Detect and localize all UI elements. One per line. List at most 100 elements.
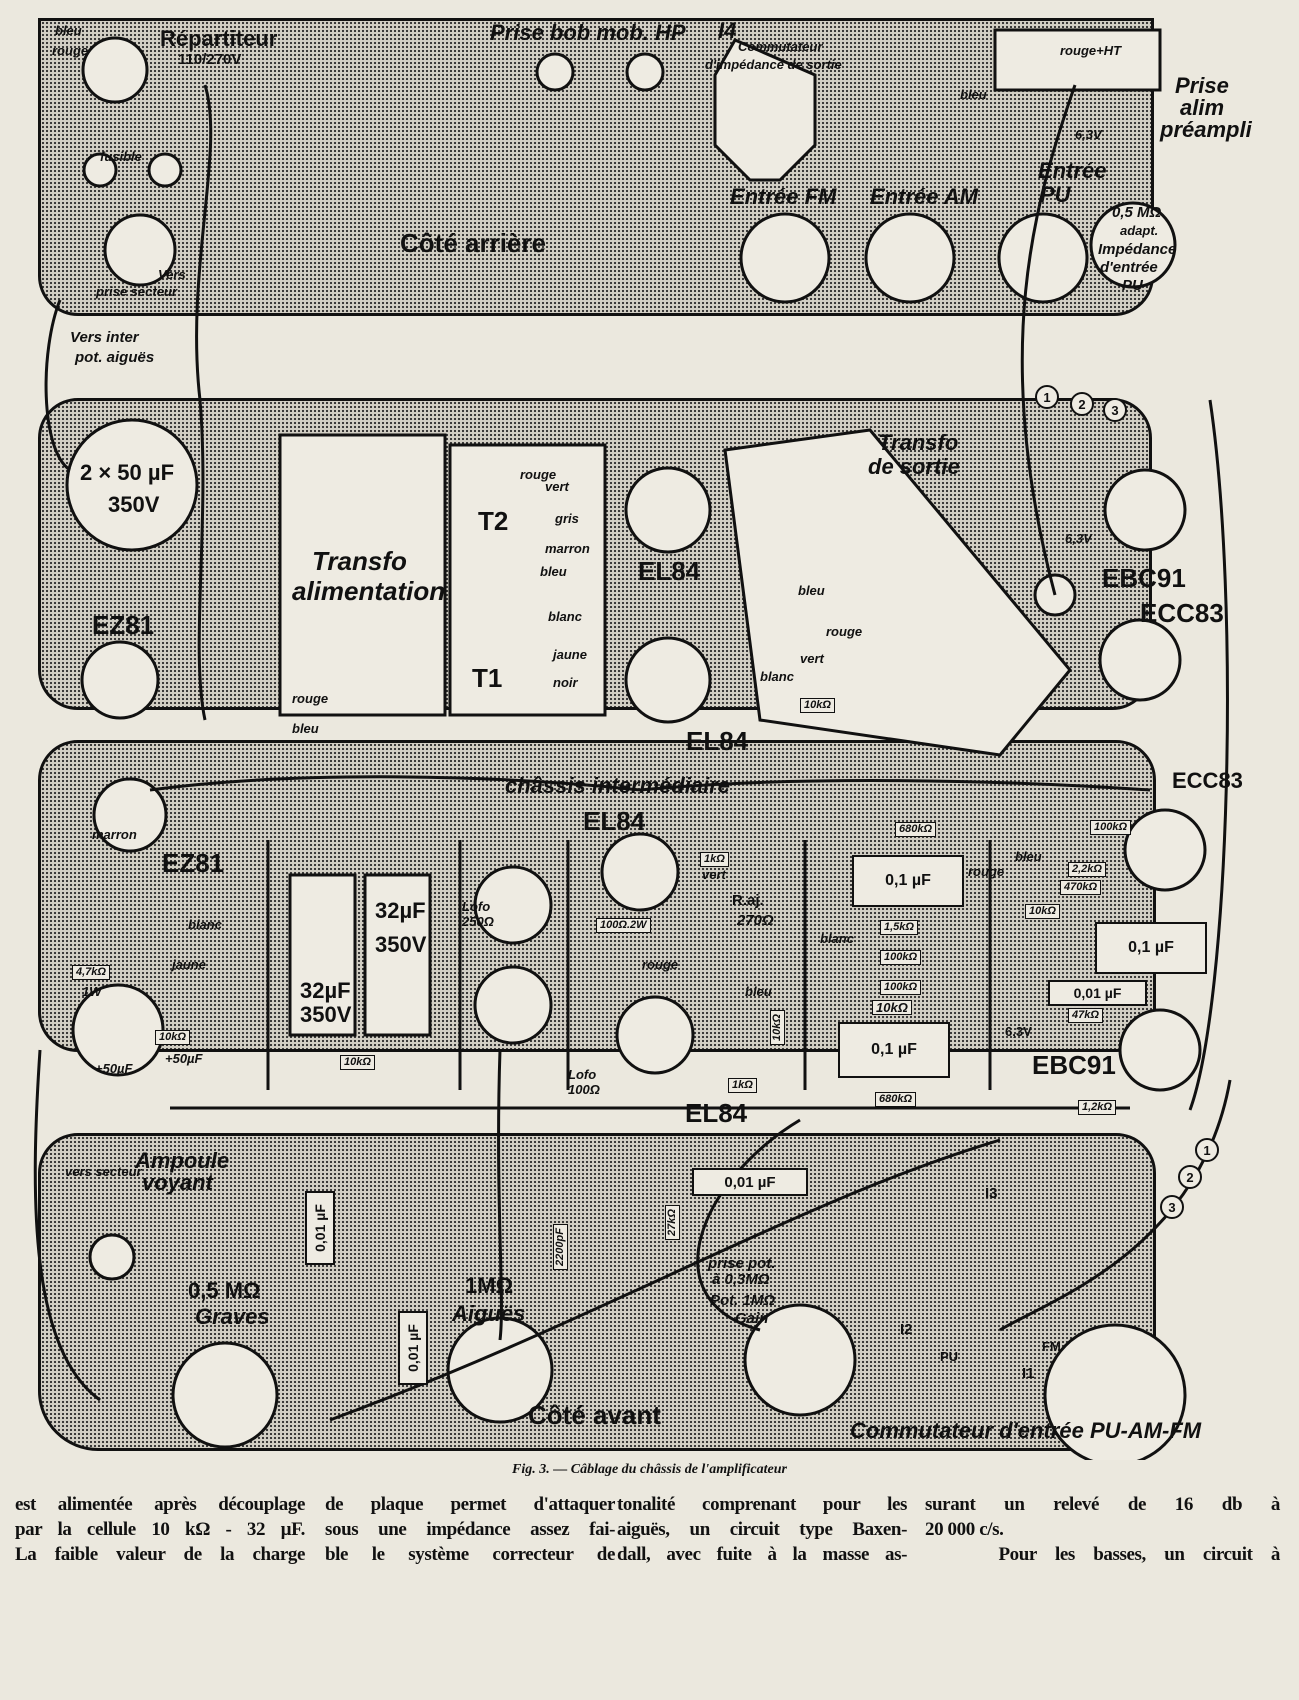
text-line: surant un relevé de 16 db à — [925, 1494, 1280, 1515]
rear-panel-title: Côté arrière — [400, 228, 546, 258]
input-fm-label: Entrée FM — [730, 184, 837, 209]
wire-label: bleu — [960, 87, 987, 102]
resistor-label: 680kΩ — [875, 1092, 917, 1107]
output-transformer-label: de sortie — [868, 454, 960, 479]
resistor-label: 10kΩ — [1025, 904, 1060, 919]
bass-pot-label: Graves — [195, 1304, 270, 1329]
wire-label: rouge — [292, 691, 329, 706]
tube-label: EL84 — [638, 556, 701, 586]
wire-label: blanc — [820, 931, 854, 946]
wire-label: blanc — [188, 917, 222, 932]
resistor-label: 10kΩ — [872, 1000, 912, 1015]
text-line: aiguës, un circuit type Baxen- — [617, 1519, 907, 1540]
wire-label: vert — [545, 479, 569, 494]
tube-label: EL84 — [685, 1098, 748, 1128]
gain-pot-label: à 0,3MΩ — [712, 1271, 770, 1288]
switch-contact-label: PU — [940, 1349, 959, 1364]
resistor-label: 470kΩ — [1060, 880, 1102, 895]
wire-label: rouge — [520, 467, 557, 482]
potentiometer-label: 100Ω — [568, 1082, 600, 1097]
capacitor-label: 2 × 50 µF — [80, 460, 175, 485]
bass-pot-label: 0,5 MΩ — [188, 1278, 261, 1303]
capacitor-label: 0,01 µF — [1048, 980, 1147, 1006]
mains-label: prise secteur — [96, 284, 177, 299]
adjustable-resistor-label: R.aj. — [732, 892, 764, 909]
wire-label: rouge — [968, 864, 1005, 879]
tube-label: EZ81 — [92, 610, 155, 640]
wire-number: 1 — [1195, 1138, 1219, 1162]
potentiometer-label: Lofo — [568, 1067, 597, 1082]
intermediate-chassis-title: châssis intermédiaire — [505, 773, 731, 798]
text-line: 20 000 c/s. — [925, 1519, 1004, 1540]
wire-label: jaune — [553, 647, 587, 662]
wire-number: 3 — [1103, 398, 1127, 422]
power-transformer-label: Transfo — [312, 546, 407, 576]
wire-label: bleu — [1015, 849, 1042, 864]
resistor-label: 2,2kΩ — [1068, 862, 1106, 877]
tube-label: ECC83 — [1172, 768, 1243, 793]
text-column-3: tonalité comprenant pour les aiguës, un … — [617, 1492, 907, 1567]
capacitor-label: 2200pF — [553, 1224, 568, 1270]
pu-impedance-label: adapt. — [1120, 223, 1159, 238]
gain-pot-label: Gain — [735, 1310, 769, 1327]
text-column-1: est alimentée après découplage par la ce… — [15, 1492, 305, 1567]
pilot-lamp-label: Ampoule — [135, 1148, 230, 1173]
wire-label: vert — [800, 651, 824, 666]
preamp-supply-label: Prise — [1175, 73, 1229, 98]
wire-label: bleu — [540, 564, 567, 579]
resistor-label: 4,7kΩ — [72, 965, 110, 980]
power-transformer-label: alimentation — [292, 576, 446, 606]
capacitor-label: 0,1 µF — [852, 855, 964, 907]
wire-label: rouge — [826, 624, 863, 639]
text-line: Pour les basses, un circuit à — [925, 1544, 1280, 1565]
text-line: dall, avec fuite à la masse as- — [617, 1544, 907, 1565]
wire-number: 3 — [1160, 1195, 1184, 1219]
wire-number: 2 — [1178, 1165, 1202, 1189]
capacitor-label: 350V — [375, 932, 427, 957]
capacitor-label: 0,1 µF — [1095, 922, 1207, 974]
wire-label: marron — [545, 541, 590, 556]
tube-label: EZ81 — [162, 848, 225, 878]
resistor-label: 10kΩ — [770, 1010, 785, 1045]
tube-label: EL84 — [583, 806, 646, 836]
potentiometer-label: 250Ω — [462, 914, 494, 929]
text-line: est alimentée après découplage — [15, 1494, 305, 1515]
switch-id-label: I4 — [718, 18, 737, 43]
resistor-label: 100Ω.2W — [596, 918, 651, 933]
text-line: tonalité comprenant pour les — [617, 1494, 907, 1515]
heater-label: 6,3V — [1075, 127, 1102, 142]
preamp-supply-label: alim — [1180, 95, 1225, 120]
adjustable-resistor-label: 270Ω — [737, 912, 774, 929]
resistor-label: 1,5kΩ — [880, 920, 918, 935]
text-line: sous une impédance assez fai- — [325, 1519, 615, 1540]
treble-pot-label: 1MΩ — [465, 1273, 514, 1298]
text-line: par la cellule 10 kΩ - 32 µF. — [15, 1519, 305, 1540]
pu-impedance-label: 0,5 MΩ — [1112, 204, 1162, 221]
voltage-label: 110/270V — [178, 51, 242, 68]
resistor-label: 10kΩ — [340, 1055, 375, 1070]
resistor-label: 100kΩ — [880, 950, 922, 965]
resistor-label: 1,2kΩ — [1078, 1100, 1116, 1115]
pilot-lamp-label: voyant — [142, 1170, 213, 1195]
gain-pot-label: prise pot. — [708, 1255, 776, 1272]
resistor-label: 100kΩ — [880, 980, 922, 995]
mains-label: vers secteur — [65, 1164, 142, 1179]
wire-label: blanc — [760, 669, 794, 684]
capacitor-label: 0,01 µF — [692, 1168, 808, 1196]
impedance-switch-label: d'impédance de sortie — [705, 57, 842, 72]
preamp-supply-label: préampli — [1160, 117, 1252, 142]
text-line: La faible valeur de la charge — [15, 1544, 305, 1565]
wire-label: jaune — [172, 957, 206, 972]
capacitor-label: 32µF — [300, 978, 351, 1003]
heater-label: 6,3V — [1005, 1024, 1032, 1039]
wire-label: noir — [553, 675, 578, 690]
figure-caption: Fig. 3. — Câblage du châssis de l'amplif… — [512, 1462, 787, 1477]
wire-label: bleu — [798, 583, 825, 598]
resistor-rating: 1W — [82, 984, 102, 999]
pu-impedance-label: d'entrée — [1100, 259, 1158, 276]
text-column-2: de plaque permet d'attaquer sous une imp… — [325, 1492, 615, 1567]
potentiometer-label: Lofo — [462, 899, 491, 914]
treble-pot-label: Aiguës — [452, 1301, 526, 1326]
winding-label: T1 — [472, 663, 503, 693]
wire-number: 1 — [1035, 385, 1059, 409]
